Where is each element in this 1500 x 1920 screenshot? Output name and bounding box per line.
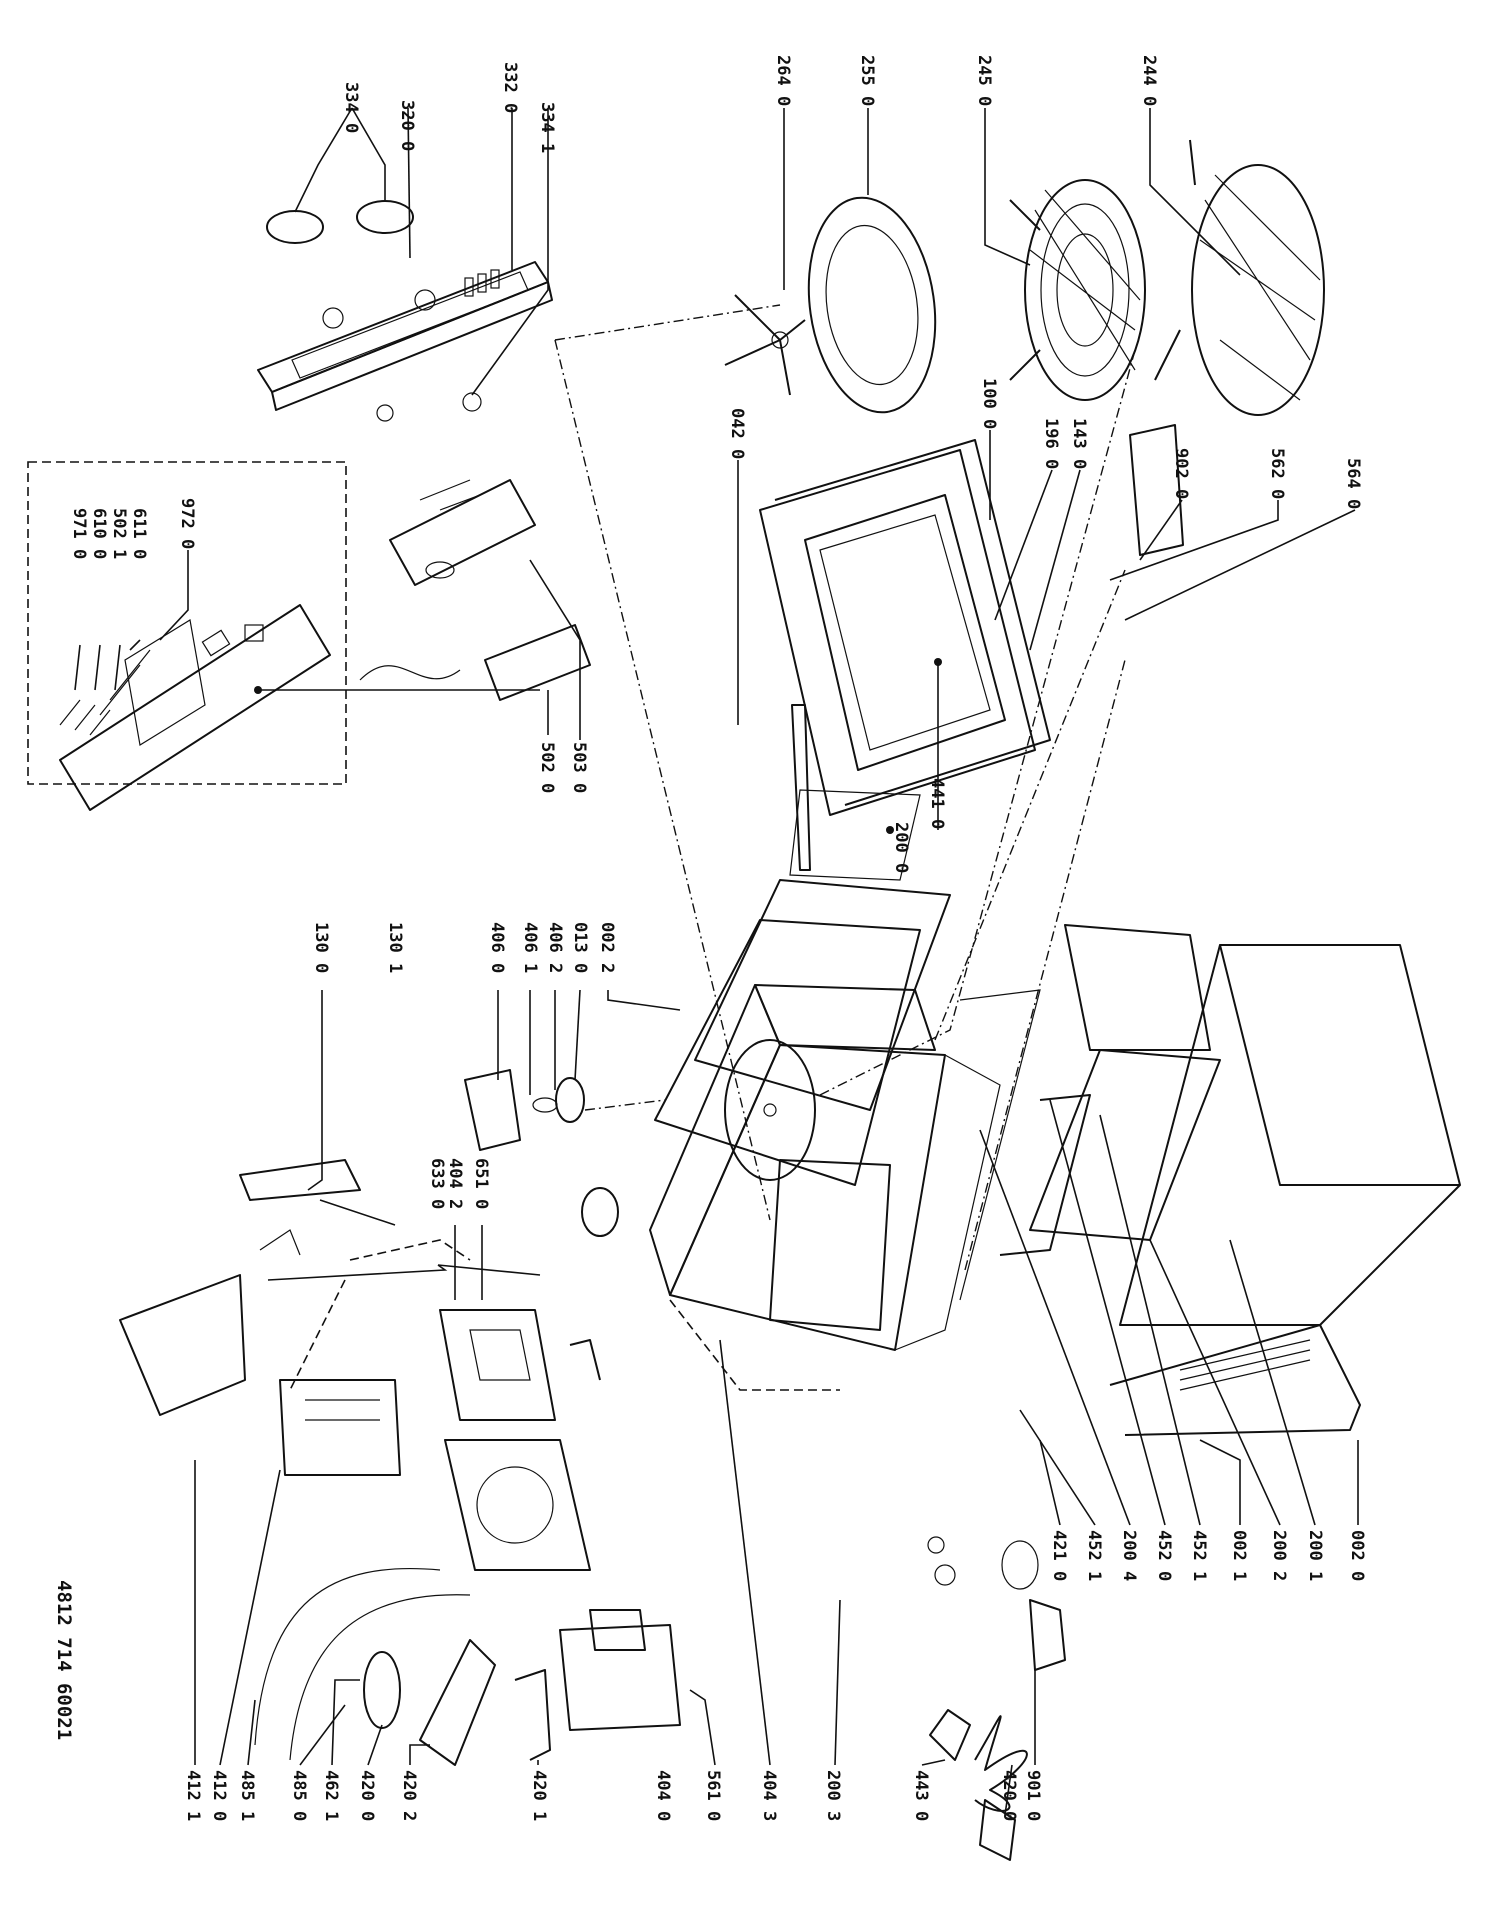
label-452-0: 452 0 [1154, 1530, 1174, 1581]
pcb-dashed-box [27, 461, 347, 785]
label-013-0: 013 0 [570, 922, 590, 973]
label-972-0: 972 0 [177, 498, 197, 549]
control-panel-drawing [257, 200, 553, 422]
magnetron-drawing [119, 1274, 681, 1766]
label-244-0: 244 0 [1139, 55, 1159, 106]
label-485-0: 485 0 [289, 1770, 309, 1821]
label-485-1: 485 1 [237, 1770, 257, 1821]
leader-lines-door [737, 430, 1356, 830]
label-002-0: 002 0 [1347, 1530, 1367, 1581]
label-200-4: 200 4 [1119, 1530, 1139, 1581]
turntable-drawing [724, 139, 1325, 416]
part-labels: 334 0 320 0 332 0 334 1 264 0 255 0 245 … [69, 55, 1367, 1821]
label-255-0: 255 0 [857, 55, 877, 106]
fan-drawing [927, 1536, 1066, 1861]
label-406-1: 406 1 [520, 922, 540, 973]
label-462-1: 462 1 [321, 1770, 341, 1821]
label-404-0: 404 0 [653, 1770, 673, 1821]
label-320-0: 320 0 [397, 100, 417, 151]
leader-lines-module [529, 559, 581, 740]
label-971-0: 971 0 [69, 508, 89, 559]
label-421-0: 421 0 [1049, 1530, 1069, 1581]
label-503-0: 503 0 [569, 742, 589, 793]
label-420-1: 420 1 [529, 1770, 549, 1821]
label-334-1: 334 1 [537, 102, 557, 153]
assembly-guides [289, 304, 1136, 1391]
leader-lines-pcb [74, 550, 540, 691]
label-452-1-a: 452 1 [1189, 1530, 1209, 1581]
label-443-0: 443 0 [911, 1770, 931, 1821]
door-drawing [759, 424, 1184, 871]
label-502-0: 502 0 [537, 742, 557, 793]
pcb-drawing [59, 604, 331, 811]
outer-cabinet-drawing [999, 924, 1461, 1436]
label-633-0: 633 0 [427, 1158, 447, 1209]
label-420-0-right: 420 0 [999, 1770, 1019, 1821]
label-562-0: 562 0 [1267, 448, 1287, 499]
leader-lines-cabinet [979, 1099, 1359, 1526]
label-412-0: 412 0 [209, 1770, 229, 1821]
label-420-2: 420 2 [399, 1770, 419, 1821]
label-200-2: 200 2 [1269, 1530, 1289, 1581]
label-404-2: 404 2 [445, 1158, 465, 1209]
label-441-0: 441 0 [927, 778, 947, 829]
label-200-3: 200 3 [823, 1770, 843, 1821]
leader-lines-panel [294, 107, 549, 396]
chassis-drawing [649, 789, 1041, 1351]
drive-motor-drawing [239, 1069, 619, 1381]
label-130-1: 130 1 [385, 922, 405, 973]
label-902-0: 902 0 [1171, 448, 1191, 499]
label-042-0: 042 0 [727, 408, 747, 459]
label-561-0: 561 0 [703, 1770, 723, 1821]
label-100-0: 100 0 [979, 378, 999, 429]
label-200-1: 200 1 [1305, 1530, 1325, 1581]
label-611-0: 611 0 [129, 508, 149, 559]
label-002-2: 002 2 [597, 922, 617, 973]
label-452-1-b: 452 1 [1084, 1530, 1104, 1581]
label-334-0: 334 0 [341, 82, 361, 133]
label-502-1: 502 1 [109, 508, 129, 559]
label-564-0: 564 0 [1343, 458, 1363, 509]
label-196-0: 196 0 [1041, 418, 1061, 469]
label-245-0: 245 0 [974, 55, 994, 106]
module-drawing [359, 479, 591, 701]
label-130-0: 130 0 [311, 922, 331, 973]
label-002-1: 002 1 [1229, 1530, 1249, 1581]
label-404-3: 404 3 [759, 1770, 779, 1821]
label-651-0: 651 0 [471, 1158, 491, 1209]
label-332-0: 332 0 [500, 62, 520, 113]
leader-lines-turntable [783, 108, 1241, 290]
label-264-0: 264 0 [773, 55, 793, 106]
document-number: 4812 714 60021 [53, 1580, 75, 1740]
label-406-2: 406 2 [545, 922, 565, 973]
label-406-0: 406 0 [487, 922, 507, 973]
label-901-0: 901 0 [1023, 1770, 1043, 1821]
label-420-0-left: 420 0 [357, 1770, 377, 1821]
label-200-0: 200 0 [891, 822, 911, 873]
label-143-0: 143 0 [1069, 418, 1089, 469]
leader-lines-left [194, 989, 1036, 1816]
label-610-0: 610 0 [89, 508, 109, 559]
label-412-1: 412 1 [183, 1770, 203, 1821]
